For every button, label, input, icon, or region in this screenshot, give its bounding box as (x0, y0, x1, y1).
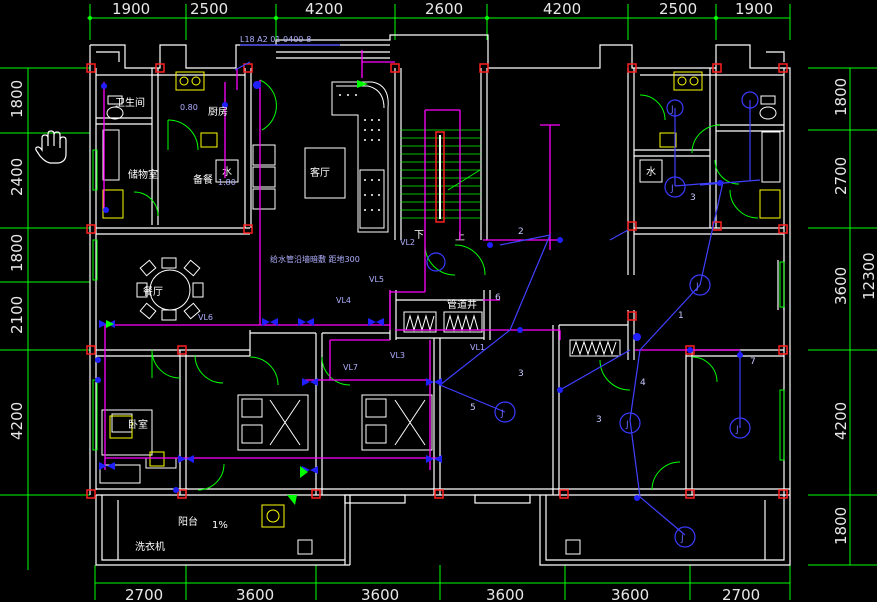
windows (92, 149, 785, 461)
pipe-vl2: VL2 (400, 238, 415, 247)
fixture-j-7: J (670, 105, 674, 115)
label-pipe-shaft: 管道井 (447, 298, 477, 311)
dim-bottom-4: 3600 (486, 586, 524, 602)
dim-bottom-6: 2700 (722, 586, 760, 602)
dim-bottom-1: 2700 (125, 586, 163, 602)
slope-label: 1% (212, 520, 228, 531)
pipe-note: 给水管沿墙暗敷 距地300 (270, 254, 360, 264)
dimension-lines (0, 4, 877, 600)
counter-pattern (339, 94, 380, 211)
bed-icon (99, 394, 433, 484)
dim-right-2: 2700 (832, 157, 850, 195)
fixture-j-4: J (680, 534, 684, 544)
dim-left-1: 1800 (8, 80, 26, 118)
room-labels: 卫生间 厨房 储物室 备餐 客厅 餐厅 卧室 阳台 洗衣机 管道井 (115, 96, 477, 553)
fixture-j-1: J (500, 409, 504, 419)
drain-lines (234, 44, 761, 536)
green-valves (106, 80, 368, 505)
label-dining: 餐厅 (143, 285, 163, 298)
tank-label: 水 (222, 166, 232, 178)
label-living: 客厅 (310, 166, 330, 179)
water-pipes (103, 50, 740, 470)
branch-2: 2 (518, 227, 524, 237)
fixture-j-5: J (695, 282, 699, 292)
dining-table-icon (136, 257, 204, 321)
branch-3c: 3 (690, 193, 696, 203)
top-note: L18 A2 01 0400-8 (240, 35, 311, 44)
dim-bottom-5: 3600 (611, 586, 649, 602)
dim-left-4: 2100 (8, 296, 26, 334)
stair-handrail (435, 131, 445, 223)
pipe-shaft-hatch (403, 311, 621, 357)
valve-symbols (95, 81, 743, 501)
dim-top-3: 4200 (305, 0, 343, 18)
dim-top-1: 1900 (112, 0, 150, 18)
dim-right-4: 4200 (832, 402, 850, 440)
dim-top-2: 2500 (190, 0, 228, 18)
branch-5: 5 (470, 403, 476, 413)
branch-4: 4 (640, 378, 646, 388)
left-dimensions: 1800 2400 1800 2100 4200 (8, 80, 26, 440)
dim-bottom-2: 3600 (236, 586, 274, 602)
toilet-icon (102, 95, 781, 183)
branch-3a: 3 (518, 369, 524, 379)
dim-right-total: 12300 (860, 252, 877, 300)
fixture-size: 1.80 (218, 178, 236, 187)
dim-top-4: 2600 (425, 0, 463, 18)
structural-columns (86, 63, 788, 499)
pipe-vl4: VL4 (336, 296, 351, 305)
dim-bottom-3: 3600 (361, 586, 399, 602)
branch-7: 7 (750, 357, 756, 367)
dim-top-7: 1900 (735, 0, 773, 18)
branch-1: 1 (678, 311, 684, 321)
dim-top-6: 2500 (659, 0, 697, 18)
dim-left-3: 1800 (8, 234, 26, 272)
tank-label-right: 水 (646, 166, 656, 178)
label-toilet: 卫生间 (115, 96, 145, 109)
fixture-J-labels: J J J J J J J (500, 105, 739, 544)
pipe-vl6: VL6 (198, 313, 213, 322)
kitchen-counter (252, 81, 389, 233)
label-pantry: 备餐 (193, 173, 213, 186)
stair-down-label: 下 (414, 230, 424, 241)
label-storage: 储物室 (128, 168, 158, 181)
fixture-j-6: J (670, 184, 674, 194)
pipe-vl7: VL7 (343, 363, 358, 372)
branch-3b: 3 (596, 415, 602, 425)
dim-top-5: 4200 (543, 0, 581, 18)
label-balcony: 阳台 (178, 515, 198, 528)
annotations: L18 A2 01 0400-8 给水管沿墙暗敷 距地300 1% VL2 VL… (180, 35, 756, 531)
furniture-yellow (102, 71, 781, 528)
walls (89, 34, 791, 566)
dim-right-1: 1800 (832, 78, 850, 116)
dim-right-5: 1800 (832, 507, 850, 545)
pipe-vl1: VL1 (470, 343, 485, 352)
fixture-size-2: 0.80 (180, 103, 198, 112)
dim-left-2: 2400 (8, 158, 26, 196)
bottom-dimensions: 2700 3600 3600 3600 3600 2700 (125, 586, 760, 602)
door-swings (133, 79, 759, 491)
pipe-vl5: VL5 (369, 275, 384, 284)
top-dimensions: 1900 2500 4200 2600 4200 2500 1900 (112, 0, 773, 18)
stair-well (439, 135, 441, 219)
hand-pan-icon[interactable] (35, 130, 67, 164)
label-bedroom: 卧室 (128, 418, 148, 431)
label-laundry: 洗衣机 (135, 540, 165, 553)
dim-right-3: 3600 (832, 267, 850, 305)
dim-left-5: 4200 (8, 402, 26, 440)
branch-6: 6 (495, 293, 501, 303)
pipe-vl3: VL3 (390, 351, 405, 360)
label-kitchen: 厨房 (208, 105, 228, 118)
fixture-j-2: J (625, 420, 629, 430)
sink-boxes (215, 159, 663, 555)
floor-drain-fixtures (426, 91, 759, 548)
fixture-j-3: J (735, 425, 739, 435)
right-dimensions: 1800 2700 3600 4200 1800 12300 (832, 78, 877, 545)
